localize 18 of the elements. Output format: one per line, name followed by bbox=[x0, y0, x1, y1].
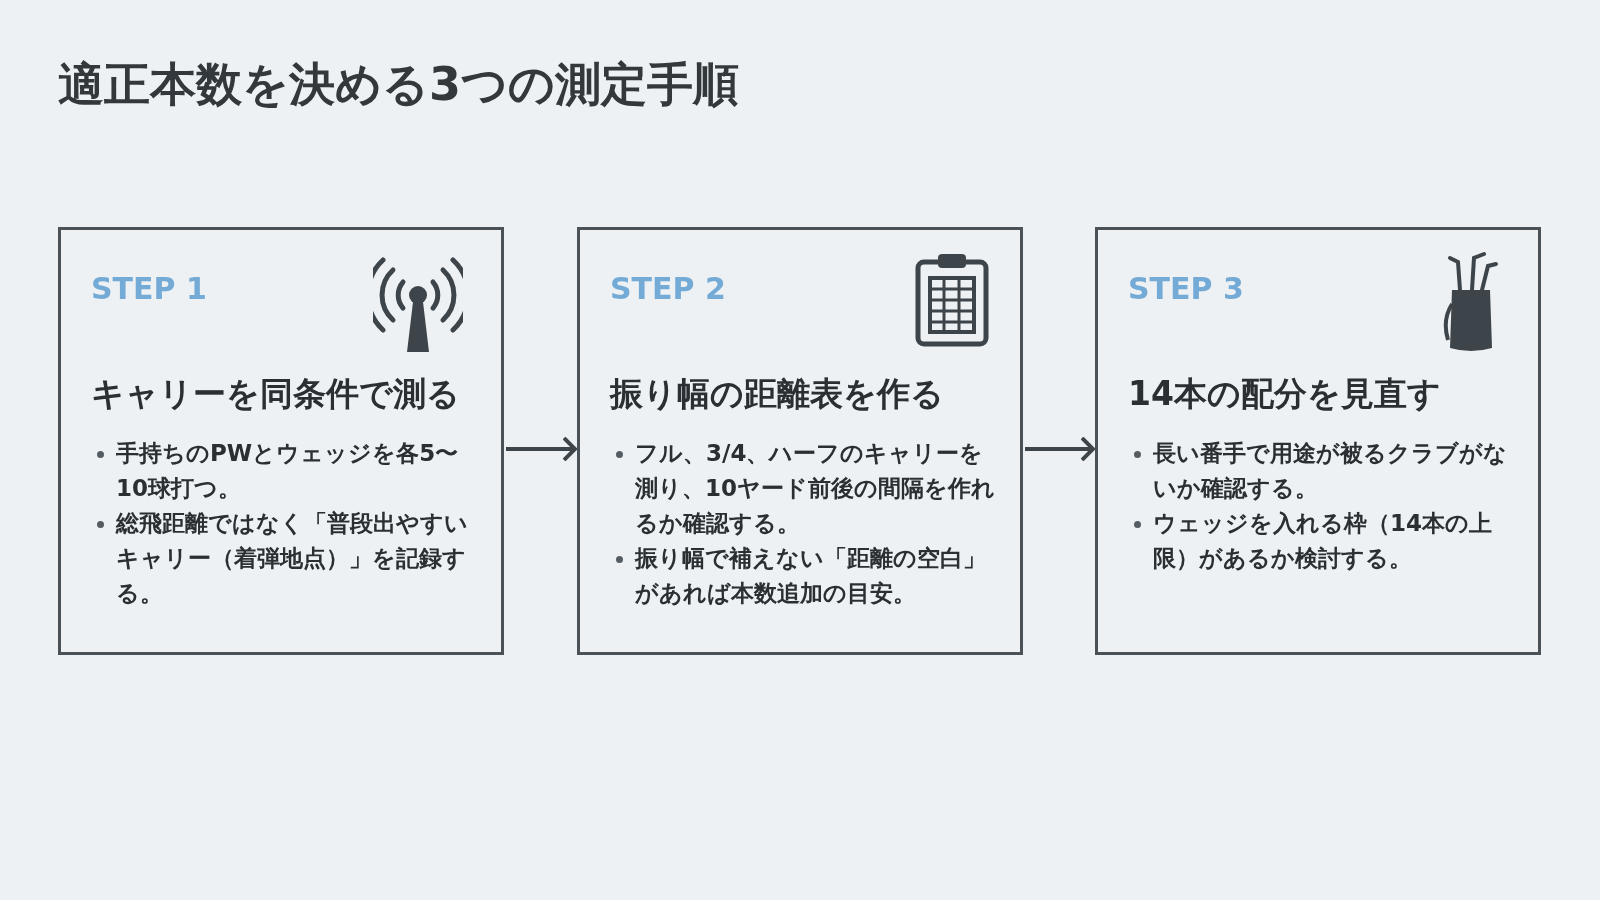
step-label: STEP 2 bbox=[610, 270, 726, 308]
step-heading: 振り幅の距離表を作る bbox=[610, 373, 945, 415]
step-heading: 14本の配分を見直す bbox=[1128, 373, 1442, 415]
step-label: STEP 1 bbox=[91, 270, 207, 308]
step-card bbox=[577, 227, 1023, 655]
bullet-text: 振り幅で補えない「距離の空白」があれば本数追加の目安。 bbox=[635, 544, 987, 608]
step-card bbox=[1095, 227, 1541, 655]
bullet-text: ウェッジを入れる枠（14本の上限）があるか検討する。 bbox=[1153, 509, 1493, 573]
step-label: STEP 3 bbox=[1128, 270, 1244, 308]
arrow bbox=[1025, 436, 1095, 462]
step-card bbox=[58, 227, 504, 655]
step-heading: キャリーを同条件で測る bbox=[91, 373, 461, 415]
bullet-text: 長い番手で用途が被るクラブがないか確認する。 bbox=[1153, 439, 1508, 503]
bullet-text: 手持ちのPWとウェッジを各5〜10球打つ。 bbox=[116, 439, 460, 503]
title: 適正本数を決める3つの測定手順 bbox=[58, 56, 739, 113]
bullet-text: フル、3/4、ハーフのキャリーを測り、10ヤード前後の間隔を作れるか確認する。 bbox=[635, 439, 996, 538]
arrow bbox=[506, 436, 577, 462]
bullet-text: 総飛距離ではなく「普段出やすいキャリー（着弾地点）」を記録する。 bbox=[116, 509, 469, 608]
